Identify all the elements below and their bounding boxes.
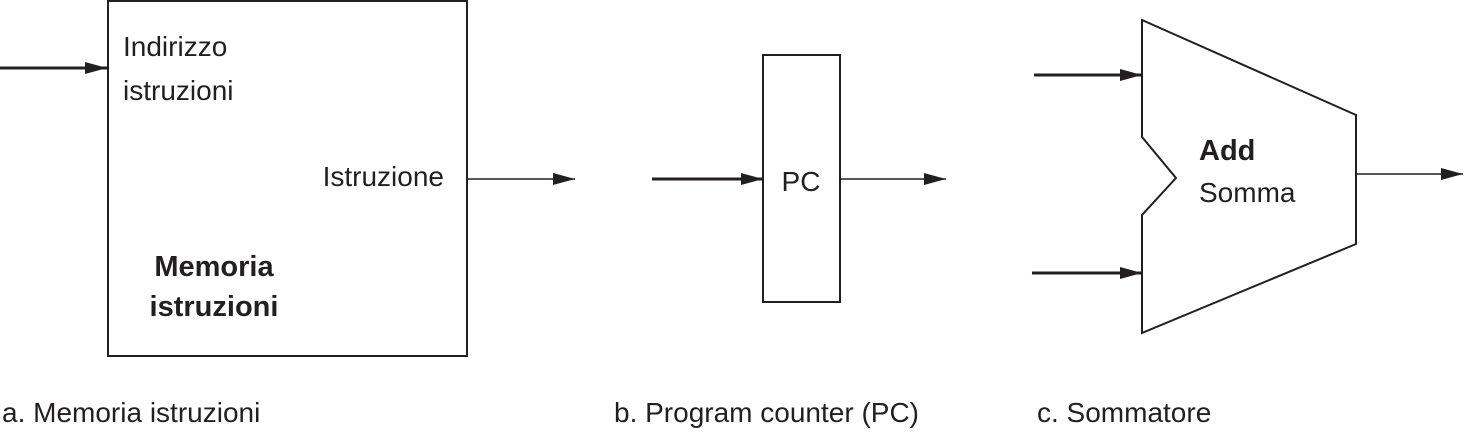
address-input-label-line2: istruzioni xyxy=(123,75,233,106)
instruction-memory-block: Indirizzo istruzioni Istruzione Memoria … xyxy=(0,0,575,428)
caption-a: a. Memoria istruzioni xyxy=(2,397,260,428)
instruction-memory-box xyxy=(107,0,468,357)
caption-b: b. Program counter (PC) xyxy=(614,397,919,428)
memory-title-line1: Memoria xyxy=(154,251,274,283)
pc-register-box xyxy=(762,54,841,303)
address-input-label-line1: Indirizzo xyxy=(123,31,227,62)
adder-block: Add Somma c. Sommatore xyxy=(1032,18,1463,428)
program-counter-block: PC b. Program counter (PC) xyxy=(614,54,946,428)
caption-c: c. Sommatore xyxy=(1037,397,1211,428)
adder-subtitle: Somma xyxy=(1199,177,1296,208)
adder-shape xyxy=(1141,18,1357,335)
memory-title-line2: istruzioni xyxy=(150,291,279,323)
pc-label: PC xyxy=(782,166,821,197)
instruction-output-label: Istruzione xyxy=(323,161,444,192)
adder-title: Add xyxy=(1199,135,1255,167)
